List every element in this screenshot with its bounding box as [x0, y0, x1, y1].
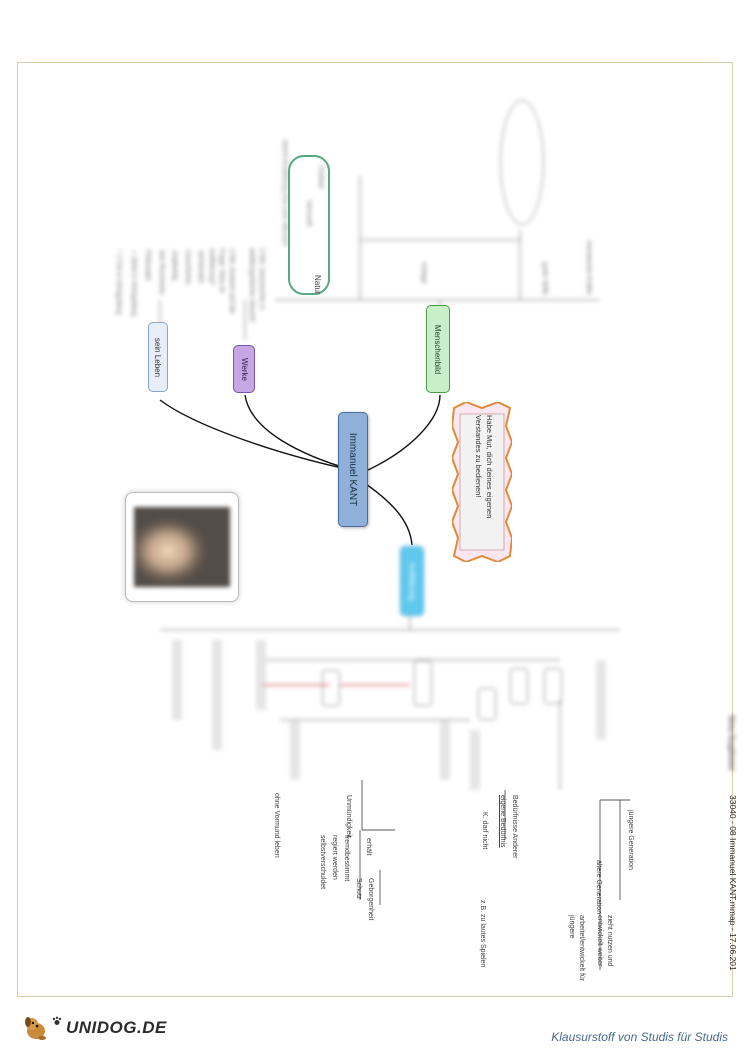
aufklaerung-item: eigene Bedürfnis: [499, 795, 506, 848]
aufklaerung-item: Geborgenheit: [367, 878, 374, 921]
leben-item: + 1804 in Königsberg: [130, 250, 137, 317]
leben-label: sein Leben: [153, 337, 163, 377]
footer-author: Sina Guglimini: [727, 715, 736, 772]
aufklaerung-item: ohne Vormund leben: [273, 793, 280, 858]
aufklaerung-item: jüngere Generation: [627, 810, 634, 870]
aufklaerung-item: z.B. zu lautes Spielen: [479, 900, 486, 968]
leben-item: das Rousseau: [158, 250, 165, 295]
gewissen-oval: [500, 100, 544, 225]
menschenbild-label: Menschenbild: [433, 324, 443, 374]
leben-node[interactable]: sein Leben: [148, 322, 168, 392]
natur-label: Natur: [313, 275, 322, 295]
aufklaerung-node[interactable]: Aufklärung: [400, 546, 424, 616]
aufklaerung-item: Bedürfnisse Anderer: [511, 795, 518, 859]
natur-oval: [288, 155, 330, 295]
quote-text: Habe Mut, dich deines eigenen Verstandes…: [474, 415, 494, 519]
werke-item: 1784: Antwort auf die Frage: Was ist Auf…: [208, 248, 235, 314]
aufklaerung-item: Unmündigkeit: [345, 795, 352, 838]
quote-burst: [452, 402, 512, 562]
brand-logo[interactable]: UNIDOG.DE: [22, 1014, 167, 1042]
page-frame: [17, 62, 733, 997]
brand-text: UNIDOG.DE: [66, 1018, 167, 1037]
aufklaerung-item: regiert werden: [331, 835, 338, 880]
menschenbild-node[interactable]: Menschenbild: [426, 305, 450, 393]
paw-icon: [52, 1016, 62, 1025]
aufklaerung-label: Aufklärung: [407, 561, 417, 601]
menschenbild-branch: guter Wille: [541, 262, 548, 296]
menschenbild-branch: moralische Kräfte: [585, 240, 592, 295]
central-node[interactable]: Immanuel KANT: [338, 412, 368, 527]
leben-item: ungläubig: [171, 250, 178, 281]
menschenbild-branch: durch Erziehung erst zum Mensch: [281, 140, 288, 247]
aufklaerung-item: fremdbestimmt: [343, 835, 350, 882]
aufklaerung-item: selbstverschuldet: [319, 835, 326, 890]
aufklaerung-item: Schutz: [355, 878, 362, 900]
kant-portrait: [125, 492, 239, 602]
aufklaerung-item: K. darf nicht: [481, 812, 488, 850]
werke-item: 1784: Geschichte in weltbürgerlicher Abs…: [248, 248, 265, 322]
leben-item: verheiratet: [197, 250, 204, 284]
dog-icon: [25, 1017, 46, 1040]
werke-node[interactable]: Werke: [233, 345, 255, 393]
leben-item: * 1724 in Königsberg: [115, 250, 122, 315]
aufklaerung-item: erhält: [365, 838, 372, 856]
menschenbild-branch: Anlage: [420, 262, 427, 284]
leben-item: Geschichts: [184, 250, 191, 285]
aufklaerung-item: ältere Generation: [595, 860, 602, 915]
werke-label: Werke: [239, 357, 249, 381]
tagline: Klausurstoff von Studis für Studis: [551, 1030, 728, 1044]
footer-filename: 33040 - 08 Immanuel KANT.mmap - 17.06.20…: [728, 795, 738, 971]
central-label: Immanuel KANT: [347, 432, 359, 507]
leben-item: Philosoph: [144, 250, 151, 281]
aufklaerung-item: zieht nutzen und entwickelt weiter: [596, 915, 613, 967]
aufklaerung-item: arbeitet/entwickelt für jüngere: [568, 915, 585, 982]
